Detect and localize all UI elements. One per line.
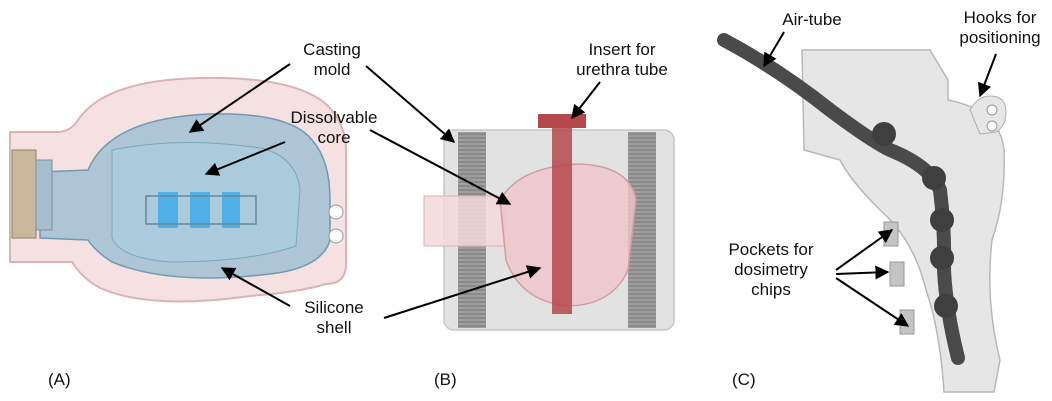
arrow-dissolvable-core-b (369, 129, 512, 205)
label-silicone-shell: Silicone shell (304, 298, 364, 337)
air-tube-shape (717, 33, 965, 365)
hook-hole-2 (328, 228, 344, 244)
panel-tag-a: (A) (48, 370, 71, 389)
arrow-pocket-2 (835, 265, 890, 280)
inlet-neck (35, 159, 53, 231)
pocket-2 (889, 261, 905, 287)
panel-c-drawing (717, 31, 1007, 393)
arrow-silicone-shell-a (220, 267, 291, 307)
panel-tag-c: (C) (732, 370, 756, 389)
label-insert-urethra: Insert for urethra tube (576, 40, 668, 79)
inlet-stub-b (423, 195, 505, 247)
hook-hole-1 (328, 204, 344, 220)
core-block-2 (190, 192, 210, 228)
label-air-tube: Air-tube (782, 10, 842, 29)
label-pockets: Pockets for dosimetry chips (728, 240, 814, 299)
arrow-casting-mold-b (365, 65, 456, 143)
core-frame (145, 195, 257, 225)
label-dissolvable-core: Dissolvable core (290, 108, 378, 147)
arrow-dissolvable-core (204, 141, 286, 176)
arrow-hooks (977, 53, 997, 98)
arrow-pocket-1 (835, 229, 894, 271)
arrow-air-tube (763, 31, 785, 68)
core-block-1 (158, 192, 178, 228)
core-block-3 (222, 192, 240, 228)
arrow-casting-mold-a (188, 63, 291, 133)
panel-tag-b: (B) (434, 370, 457, 389)
label-hooks: Hooks for positioning (959, 8, 1041, 47)
hook-hole-c1 (986, 104, 998, 116)
panel-b-drawing (365, 65, 675, 331)
arrow-insert-urethra (571, 81, 601, 120)
hook-hole-c2 (986, 120, 998, 132)
arrow-silicone-shell-b (383, 265, 542, 319)
arrow-pocket-3 (835, 277, 910, 327)
urethra-insert-rod (552, 128, 572, 314)
inlet-flange (11, 149, 37, 239)
panel-a-drawing (9, 63, 347, 307)
holder-shape (801, 49, 1005, 393)
air-tube-beads (872, 122, 958, 318)
label-casting-mold: Casting mold (303, 40, 361, 79)
urethra-insert-cap (538, 114, 586, 128)
